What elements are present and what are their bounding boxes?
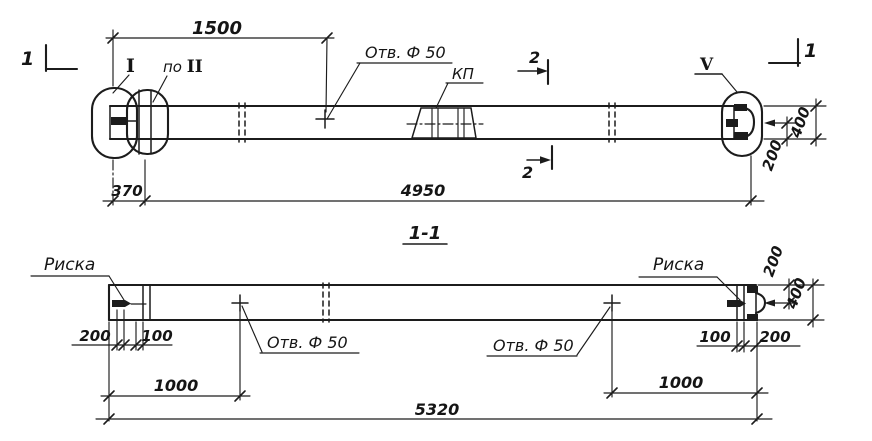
section-joint-lines bbox=[322, 282, 330, 323]
riska-mark-section-left bbox=[112, 300, 131, 307]
riska-mark-elevation-left bbox=[111, 117, 126, 125]
dim-1500: 1500 bbox=[105, 18, 335, 113]
hole-mark bbox=[315, 109, 335, 129]
detail-mark-5: V bbox=[694, 55, 738, 93]
detail-mark-1: I bbox=[112, 55, 135, 94]
hole-left-label: Отв. Ф 50 bbox=[267, 333, 348, 352]
section-beam-outline bbox=[107, 283, 758, 322]
section-left-chain-dims: 200 100 bbox=[71, 309, 173, 351]
dim-1000-right-label: 1000 bbox=[659, 373, 704, 392]
plate-callout: КП bbox=[435, 65, 484, 109]
section-title-label: 1-1 bbox=[409, 223, 442, 244]
dim-5320: 5320 bbox=[95, 400, 773, 425]
riska-mark-section-right bbox=[727, 300, 746, 307]
embedded-plate bbox=[406, 107, 484, 139]
section-mark-1-right: 1 bbox=[767, 37, 817, 68]
section-2-bottom-label: 2 bbox=[522, 163, 533, 182]
dim-1500-label: 1500 bbox=[192, 18, 242, 39]
dim-200-right-label: 200 bbox=[759, 328, 790, 346]
detail-mark-po2-prefix: по bbox=[163, 58, 187, 76]
riska-callout-right: Риска bbox=[638, 255, 741, 301]
dim-100-right-label: 100 bbox=[699, 328, 730, 346]
section-1-right-label: 1 bbox=[804, 40, 817, 62]
svg-text:по II: по II bbox=[163, 57, 203, 77]
hole-callout-section-right: Отв. Ф 50 bbox=[486, 306, 611, 357]
plate-callout-label: КП bbox=[452, 65, 474, 83]
detail-mark-1-label: I bbox=[126, 55, 135, 77]
section-right-dims: 200 400 bbox=[757, 243, 825, 328]
left-end-caps bbox=[90, 86, 170, 160]
hole-callout: Отв. Ф 50 bbox=[326, 43, 453, 120]
hole-callout-label: Отв. Ф 50 bbox=[365, 43, 446, 62]
section-mark-2-bottom: 2 bbox=[522, 144, 554, 182]
dim-200-section-label: 200 bbox=[759, 243, 787, 279]
riska-right-label: Риска bbox=[653, 255, 704, 275]
right-end-cap bbox=[720, 90, 764, 158]
dim-200-left-label: 200 bbox=[79, 327, 110, 345]
dim-200-elevation-label: 200 bbox=[758, 137, 786, 173]
section-right-end bbox=[727, 284, 767, 321]
dim-370-label: 370 bbox=[111, 182, 142, 200]
elevation-right-dims: 200 400 bbox=[758, 98, 827, 173]
dim-1000-left-label: 1000 bbox=[154, 376, 199, 395]
riska-callout-left: Риска bbox=[30, 255, 125, 301]
section-hole-marks bbox=[231, 294, 621, 312]
hole-callout-section-left: Отв. Ф 50 bbox=[241, 305, 360, 354]
section-mark-1-left: 1 bbox=[21, 43, 79, 73]
hole-right-label: Отв. Ф 50 bbox=[493, 336, 574, 355]
detail-mark-5-label: V bbox=[699, 55, 714, 75]
dim-400-section-label: 400 bbox=[782, 275, 810, 312]
section-2-top-label: 2 bbox=[529, 48, 540, 67]
section-1-left-label: 1 bbox=[21, 48, 34, 70]
section-left-end bbox=[112, 284, 151, 321]
riska-left-label: Риска bbox=[44, 255, 95, 275]
section-view: Риска Риска Отв. Ф 50 Отв. Ф 50 bbox=[30, 243, 825, 425]
dim-1000-right: 1000 bbox=[603, 310, 769, 422]
detail-mark-po2-numeral: II bbox=[187, 57, 203, 77]
dim-1000-left: 1000 bbox=[100, 310, 251, 422]
elevation-bottom-dims: 370 4950 bbox=[102, 155, 765, 207]
dim-5320-label: 5320 bbox=[415, 400, 460, 419]
dim-4950-label: 4950 bbox=[400, 181, 446, 200]
section-right-chain-dims: 100 200 bbox=[696, 321, 801, 353]
dim-100-left-label: 100 bbox=[141, 327, 172, 345]
section-mark-2-top: 2 bbox=[517, 48, 550, 86]
section-title: 1-1 bbox=[402, 223, 448, 245]
joint-lines bbox=[238, 102, 616, 143]
dim-400-elevation-label: 400 bbox=[786, 104, 814, 141]
beam-outline bbox=[108, 104, 748, 141]
riska-mark-elevation-right bbox=[726, 119, 738, 127]
elevation-view: 1500 Отв. Ф 50 КП 2 2 bbox=[21, 18, 827, 207]
detail-mark-po2: по II bbox=[152, 57, 203, 103]
